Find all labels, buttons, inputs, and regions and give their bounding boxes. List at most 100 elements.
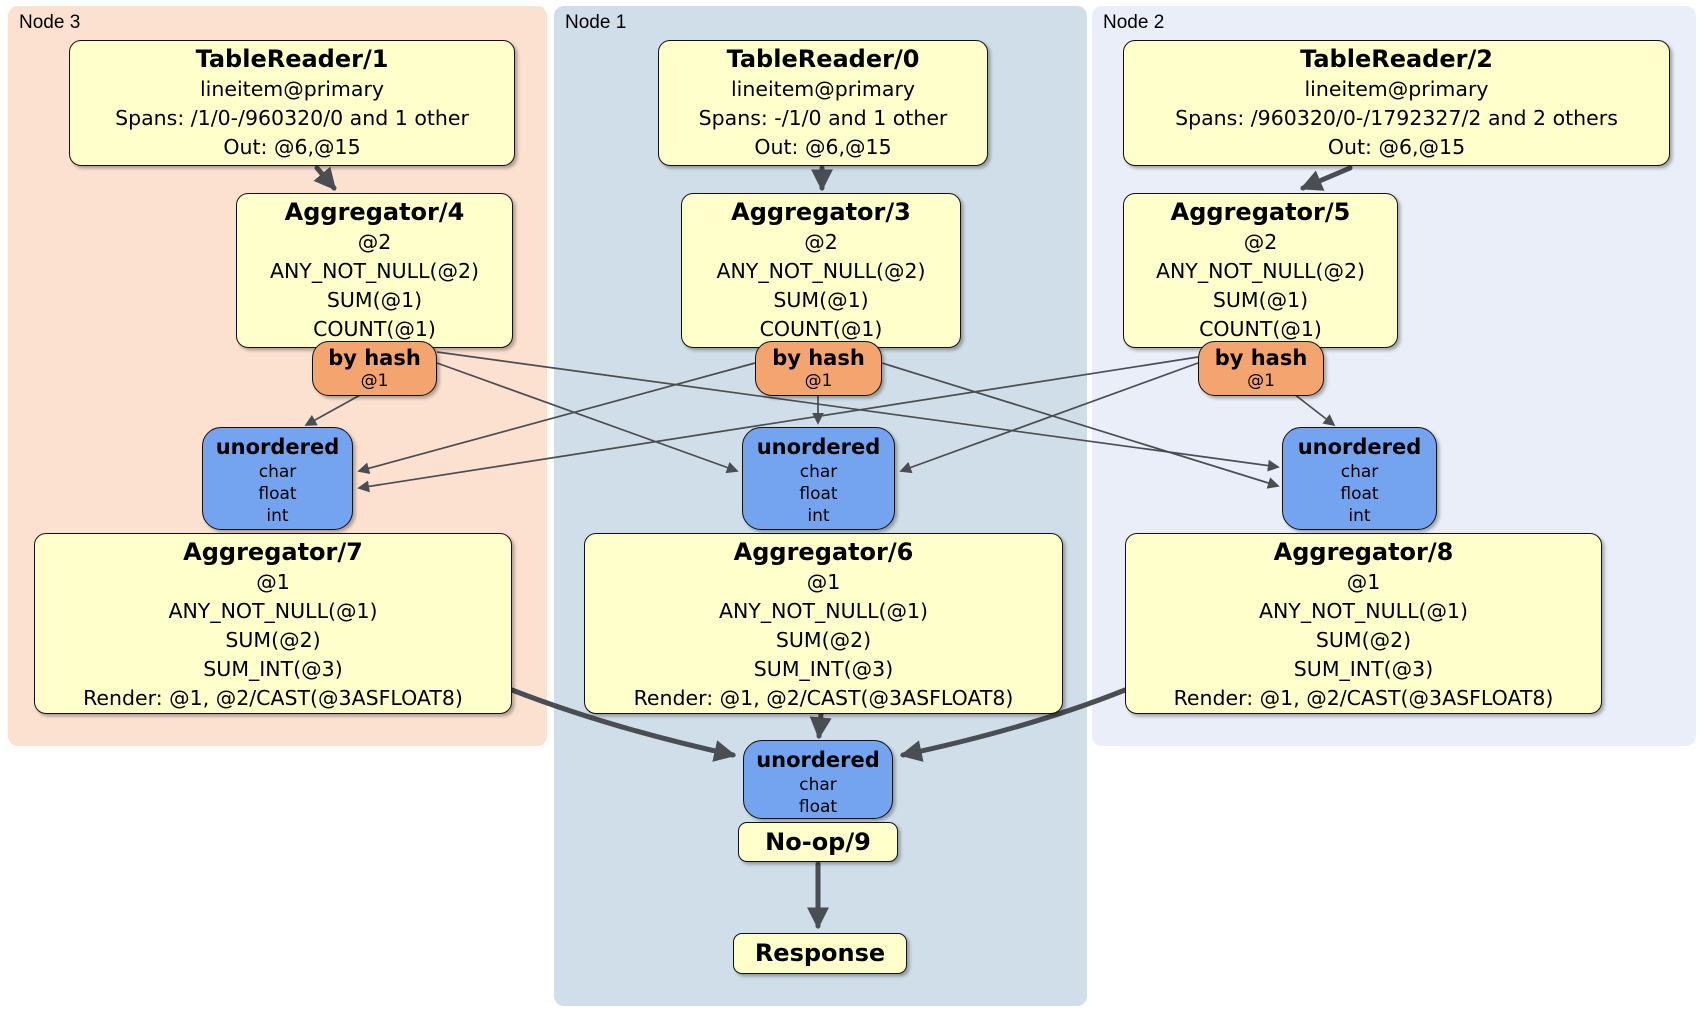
- sync-col-type: int: [266, 506, 289, 526]
- node-title: TableReader/1: [195, 45, 389, 73]
- hash-router-node1: by hash @1: [755, 341, 882, 396]
- node-aggfn: ANY_NOT_NULL(@1): [1258, 599, 1469, 623]
- node-aggfn: SUM(@1): [1212, 288, 1309, 312]
- node-title: Aggregator/5: [1170, 198, 1351, 226]
- node-groupcols: @2: [357, 230, 392, 254]
- node-title: Aggregator/8: [1273, 538, 1454, 566]
- sync-col-type: float: [799, 484, 838, 504]
- node-spans: Spans: /1/0-/960320/0 and 1 other: [115, 106, 469, 130]
- node-spans: Spans: -/1/0 and 1 other: [698, 106, 948, 130]
- sync-col-type: int: [1348, 506, 1371, 526]
- edge-bh3-u3: [304, 393, 363, 426]
- aggregator-6-node: Aggregator/6 @1 ANY_NOT_NULL(@1) SUM(@2)…: [584, 533, 1063, 714]
- edge-tr1-agg4: [313, 165, 337, 191]
- region-label: Node 2: [1103, 12, 1165, 33]
- node-title: Aggregator/6: [733, 538, 914, 566]
- node-render: Render: @1, @2/CAST(@3ASFLOAT8): [633, 686, 1014, 710]
- aggregator-7-node: Aggregator/7 @1 ANY_NOT_NULL(@1) SUM(@2)…: [34, 533, 512, 714]
- response-node: Response: [733, 933, 907, 974]
- node-aggfn: ANY_NOT_NULL(@1): [718, 599, 929, 623]
- tablereader-0-node: TableReader/0 lineitem@primary Spans: -/…: [658, 40, 988, 166]
- sync-col-type: char: [799, 775, 837, 795]
- aggregator-4-node: Aggregator/4 @2 ANY_NOT_NULL(@2) SUM(@1)…: [236, 193, 513, 348]
- tablereader-2-node: TableReader/2 lineitem@primary Spans: /9…: [1123, 40, 1670, 166]
- edge-agg7-ufinal: [509, 687, 737, 762]
- node-aggfn: SUM_INT(@3): [203, 657, 343, 681]
- noop-node: No-op/9: [738, 822, 898, 862]
- node-groupcols: @2: [1243, 230, 1278, 254]
- node-aggfn: SUM(@2): [775, 628, 872, 652]
- node-title: TableReader/0: [726, 45, 920, 73]
- unordered-sync-node2: unordered char float int: [1282, 427, 1437, 530]
- node-groupcols: @1: [806, 570, 841, 594]
- edge-bh3-u1: [436, 362, 739, 474]
- node-index: lineitem@primary: [730, 77, 916, 101]
- sync-title: unordered: [1297, 435, 1422, 459]
- node-aggfn: COUNT(@1): [759, 317, 883, 341]
- node-aggfn: ANY_NOT_NULL(@2): [716, 259, 926, 283]
- node-aggfn: COUNT(@1): [313, 317, 436, 341]
- sync-title: unordered: [215, 435, 340, 459]
- node-title: TableReader/2: [1300, 45, 1493, 73]
- node-title: Aggregator/4: [284, 198, 465, 226]
- hash-route-edges: [304, 351, 1336, 493]
- node-render: Render: @1, @2/CAST(@3ASFLOAT8): [1173, 686, 1554, 710]
- node-aggfn: SUM_INT(@3): [1293, 657, 1434, 681]
- router-title: by hash: [1214, 346, 1308, 370]
- sync-col-type: int: [807, 506, 830, 526]
- node-out: Out: @6,@15: [754, 135, 892, 159]
- unordered-sync-node1: unordered char float int: [742, 427, 895, 530]
- router-cols: @1: [804, 371, 833, 391]
- node-title: Response: [754, 939, 886, 967]
- node-aggfn: SUM(@2): [1315, 628, 1412, 652]
- edge-bh2-u1: [899, 362, 1199, 474]
- edge-agg6-ufinal: [809, 711, 832, 740]
- node-aggfn: ANY_NOT_NULL(@2): [1155, 259, 1366, 283]
- node-title: No-op/9: [765, 828, 871, 856]
- aggregator-3-node: Aggregator/3 @2 ANY_NOT_NULL(@2) SUM(@1)…: [681, 193, 961, 348]
- node-aggfn: COUNT(@1): [1199, 317, 1322, 341]
- unordered-sync-final: unordered char float: [743, 740, 893, 819]
- unordered-sync-node3: unordered char float int: [202, 427, 353, 530]
- aggregator-8-node: Aggregator/8 @1 ANY_NOT_NULL(@1) SUM(@2)…: [1125, 533, 1602, 714]
- router-title: by hash: [772, 346, 865, 370]
- tablereader-1-node: TableReader/1 lineitem@primary Spans: /1…: [69, 40, 515, 166]
- node-groupcols: @2: [804, 230, 838, 254]
- node-render: Render: @1, @2/CAST(@3ASFLOAT8): [83, 686, 463, 710]
- sync-col-type: char: [258, 462, 297, 482]
- router-cols: @1: [1247, 371, 1275, 391]
- node-aggfn: SUM(@1): [326, 288, 423, 312]
- node-aggfn: SUM(@2): [225, 628, 321, 652]
- node-spans: Spans: /960320/0-/1792327/2 and 2 others: [1175, 106, 1618, 130]
- edge-tr2-agg5: [1299, 165, 1353, 191]
- edge-bh1-u2: [881, 362, 1280, 489]
- node-title: Aggregator/3: [731, 198, 911, 226]
- router-title: by hash: [328, 346, 421, 370]
- sync-col-type: float: [1340, 484, 1379, 504]
- node-out: Out: @6,@15: [223, 135, 361, 159]
- sync-col-type: char: [799, 462, 838, 482]
- node-groupcols: @1: [256, 570, 290, 594]
- router-cols: @1: [360, 371, 389, 391]
- edge-agg8-ufinal: [899, 687, 1128, 762]
- node-aggfn: SUM(@1): [773, 288, 869, 312]
- node-title: Aggregator/7: [183, 538, 363, 566]
- region-label: Node 1: [565, 12, 627, 33]
- sync-col-type: float: [798, 797, 838, 817]
- node-out: Out: @6,@15: [1327, 135, 1466, 159]
- node-aggfn: ANY_NOT_NULL(@2): [269, 259, 480, 283]
- hash-router-node2: by hash @1: [1198, 341, 1324, 396]
- region-label: Node 3: [19, 12, 81, 33]
- sync-title: unordered: [756, 435, 881, 459]
- node-aggfn: SUM_INT(@3): [753, 657, 894, 681]
- hash-router-node3: by hash @1: [312, 341, 437, 396]
- node-index: lineitem@primary: [199, 77, 385, 101]
- edge-bh1-u3: [357, 362, 756, 475]
- sync-col-type: float: [258, 484, 297, 504]
- edge-bh2-u3: [357, 356, 1199, 493]
- aggregator-5-node: Aggregator/5 @2 ANY_NOT_NULL(@2) SUM(@1)…: [1123, 193, 1398, 348]
- sync-title: unordered: [756, 748, 880, 772]
- node-groupcols: @1: [1346, 570, 1381, 594]
